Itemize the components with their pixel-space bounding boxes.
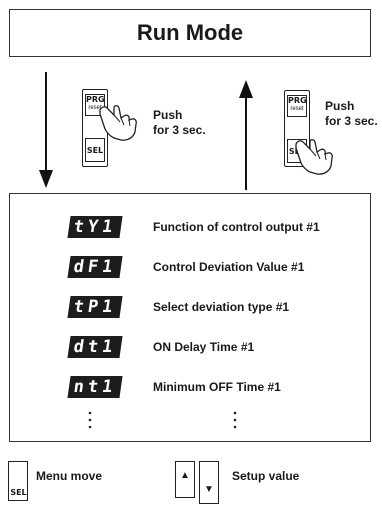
more-items-dots-right	[233, 411, 237, 429]
segment-display-code: tP1	[67, 296, 123, 318]
up-key-legend: ▲	[175, 461, 195, 498]
more-items-dots-left	[88, 411, 92, 429]
parameter-label: Function of control output #1	[153, 220, 320, 234]
down-triangle-icon: ▼	[204, 484, 214, 495]
down-arrow-icon	[39, 72, 53, 188]
up-arrow-icon	[239, 80, 253, 190]
sel-key-legend: SEL	[8, 461, 28, 501]
setup-value-label: Setup value	[232, 469, 300, 483]
down-key-legend: ▼	[199, 461, 219, 504]
menu-move-label: Menu move	[36, 469, 103, 483]
parameter-label: Control Deviation Value #1	[153, 260, 305, 274]
push-label-enter: Push for 3 sec.	[153, 108, 206, 137]
parameter-list-box	[9, 193, 371, 442]
sel-key[interactable]: SEL	[85, 138, 105, 162]
pointing-hand-icon	[295, 139, 333, 175]
segment-display-code: dF1	[67, 256, 123, 278]
run-mode-box: Run Mode	[9, 9, 371, 57]
parameter-label: ON Delay Time #1	[153, 340, 255, 354]
up-triangle-icon: ▲	[180, 470, 190, 481]
segment-display-code: tY1	[67, 216, 123, 238]
parameter-label: Minimum OFF Time #1	[153, 380, 281, 394]
parameter-label: Select deviation type #1	[153, 300, 290, 314]
prg-reset-key[interactable]: PRG reset	[287, 95, 307, 117]
segment-display-code: dt1	[67, 336, 123, 358]
pointing-hand-icon	[99, 105, 137, 141]
run-mode-title: Run Mode	[136, 20, 244, 45]
push-label-exit: Push for 3 sec.	[325, 99, 378, 128]
segment-display-code: nt1	[67, 376, 123, 398]
